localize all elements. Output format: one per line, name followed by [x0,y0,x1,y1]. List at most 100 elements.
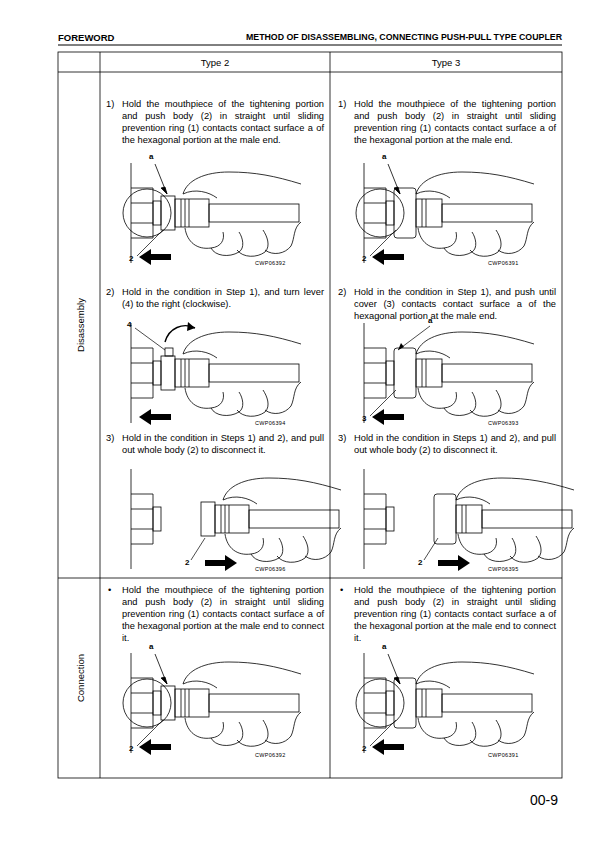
section-header: FOREWORD [58,32,114,43]
detail-circle [123,654,171,727]
page-number: 00-9 [530,792,558,808]
coupler [394,662,534,746]
push-arrow [139,409,171,425]
pull-arrow [205,555,237,571]
male-fitting [131,653,161,753]
step-number: 3) [338,432,354,444]
callout-number: 2 [129,744,133,753]
leader-line [370,230,396,256]
bullet: • [108,584,122,596]
male-fitting [364,469,394,569]
male-fitting [131,469,161,569]
male-fitting [131,163,161,263]
step-number: 1) [106,98,122,110]
detail-circle [123,164,171,237]
table-rule [100,52,101,778]
callout-letter: a [149,152,153,161]
figure-code: CWP06391 [488,260,519,266]
step-number: 2) [106,286,122,298]
callout-number: 4 [127,320,131,329]
callout-number: 2 [185,558,189,567]
column-header: Type 2 [100,57,330,68]
header-rule [58,45,562,46]
illustration [123,653,301,755]
step-number: 3) [106,432,122,444]
callout-number: 3 [362,414,366,423]
step-text: Hold the mouthpiece of the tightening po… [122,98,324,146]
callout-letter: a [428,316,432,325]
step-text: Hold in the condition in Steps 1) and 2)… [354,432,556,456]
push-arrow [139,249,171,265]
step-number: 1) [338,98,354,110]
figure-code: CWP06391 [488,752,519,758]
figure-code: CWP06396 [255,566,286,572]
coupler [201,478,341,562]
leader-line [398,326,430,350]
pull-arrow [438,555,470,571]
leader-line [424,538,438,560]
table-grid [58,52,562,778]
step-text: Hold the mouthpiece of the tightening po… [354,98,556,146]
row-header: Disassembly [75,298,86,352]
turn-arrow-head [187,322,195,331]
coupler [161,332,301,416]
push-arrow [139,739,171,755]
leader-line [370,390,396,416]
callout-number: 2 [362,254,366,263]
callout-number: 2 [362,744,366,753]
illustration [364,469,574,571]
coupler [394,332,534,416]
step-text: Hold the mouthpiece of the tightening po… [122,584,324,644]
male-fitting [364,653,394,753]
male-fitting [131,323,161,423]
push-arrow [372,739,404,755]
coupler [434,478,574,562]
callout-number: 2 [418,558,422,567]
leader-line [137,720,163,746]
bullet: • [340,584,354,596]
detail-circle [356,164,404,237]
callout-number: 2 [129,254,133,263]
table-rule [58,72,562,73]
male-fitting [364,163,394,263]
push-arrow [372,409,404,425]
leader-head [398,343,404,350]
coupler [161,662,301,746]
leader-line [135,328,165,350]
step-text: Hold in the condition in Step 1), and tu… [122,286,324,310]
page-title: METHOD OF DISASSEMBLING, CONNECTING PUSH… [230,32,562,42]
column-header: Type 3 [330,57,562,68]
table-rule [330,52,331,778]
figure-code: CWP06393 [488,420,519,426]
step-text: Hold in the condition in Step 1), and pu… [354,286,556,322]
step-text: Hold in the condition in Steps 1) and 2)… [122,432,324,456]
step-text: Hold the mouthpiece of the tightening po… [354,584,556,644]
illustration [123,163,301,265]
figure-code: CWP06394 [255,420,286,426]
figure-code: CWP06392 [255,752,286,758]
coupler [394,172,534,256]
row-header: Connection [75,654,86,702]
detail-circle [356,654,404,727]
step-number: 2) [338,286,354,298]
illustration [131,322,301,425]
figure-code: CWP06395 [488,566,519,572]
leader-line [370,720,396,746]
figure-code: CWP06392 [255,260,286,266]
illustration [364,323,534,425]
table-border [58,52,562,778]
push-arrow [372,249,404,265]
lever [165,348,173,356]
callout-letter: a [382,642,386,651]
callout-letter: a [382,152,386,161]
illustration [131,469,341,571]
leader-line [191,538,205,560]
table-rule [58,578,562,579]
illustration [356,163,534,265]
callout-letter: a [149,642,153,651]
male-fitting [364,323,394,423]
leader-line [137,230,163,256]
coupler [161,172,301,256]
illustration [356,653,534,755]
